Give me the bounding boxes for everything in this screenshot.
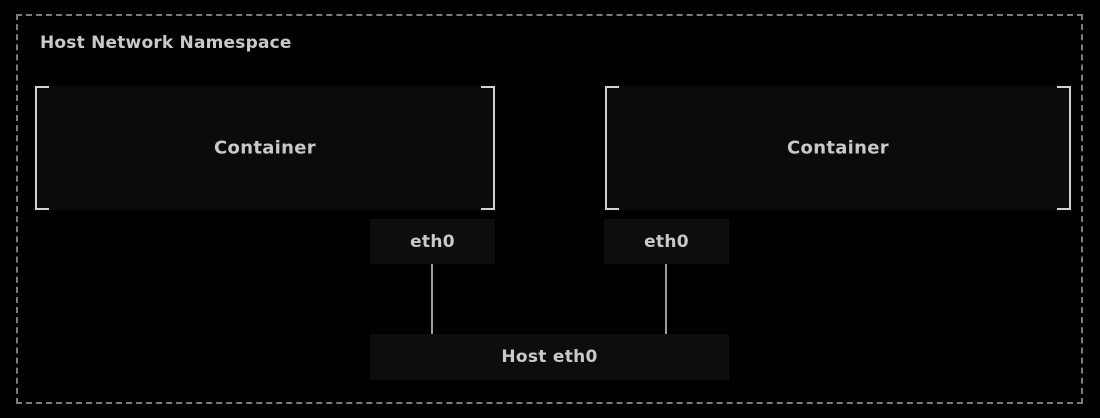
host-eth0-box: Host eth0 [370, 334, 729, 380]
bracket-left-icon [35, 86, 49, 210]
container-eth0-label-1: eth0 [410, 231, 455, 252]
container-eth0-box-2: eth0 [604, 219, 729, 264]
bracket-right-icon [1057, 86, 1071, 210]
container-eth0-box-1: eth0 [370, 219, 495, 264]
container-eth0-label-2: eth0 [644, 231, 689, 252]
container-box-2: Container [605, 86, 1071, 210]
host-network-namespace-boundary [16, 14, 1083, 404]
host-eth0-label: Host eth0 [501, 347, 598, 367]
container-label-2: Container [787, 137, 889, 159]
connector-line-2 [665, 264, 667, 335]
bracket-right-icon [481, 86, 495, 210]
container-label-1: Container [214, 137, 316, 159]
host-network-namespace-title: Host Network Namespace [40, 33, 292, 53]
connector-line-1 [431, 264, 433, 335]
bracket-left-icon [605, 86, 619, 210]
container-box-1: Container [35, 86, 495, 210]
